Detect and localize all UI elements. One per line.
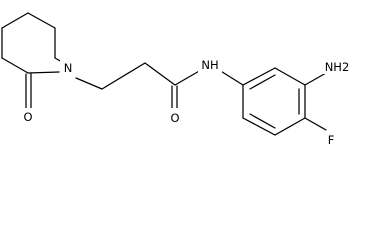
bond <box>274 117 306 136</box>
benzene-ring <box>242 67 327 136</box>
bond <box>304 72 327 86</box>
bond <box>274 67 306 86</box>
atom-labels: N O NH O NH2 F <box>20 58 354 148</box>
bond <box>242 117 276 136</box>
molecule-drawing: N O NH O NH2 F <box>1 12 354 148</box>
bond <box>249 74 276 90</box>
bond <box>304 117 327 131</box>
amino-group-label: NH2 <box>325 60 350 74</box>
bond <box>249 113 276 129</box>
bond <box>27 71 60 74</box>
structure-diagram: N O NH O NH2 F <box>1 12 354 148</box>
bond <box>174 69 202 86</box>
amide-nh-label: NH <box>201 58 218 72</box>
ring-oxygen-label: O <box>23 110 32 124</box>
bond <box>101 62 146 90</box>
linker-chain <box>75 62 244 109</box>
ring-nitrogen-label: N <box>64 61 73 75</box>
fluorine-label: F <box>328 133 335 147</box>
amide-oxygen-label: O <box>170 111 179 125</box>
piperidinone-ring <box>1 12 70 110</box>
bond <box>27 12 56 29</box>
bond <box>218 69 244 86</box>
bond <box>1 57 29 74</box>
bond <box>75 77 103 90</box>
bond <box>144 62 176 86</box>
bond <box>1 12 29 29</box>
bond <box>242 67 276 86</box>
